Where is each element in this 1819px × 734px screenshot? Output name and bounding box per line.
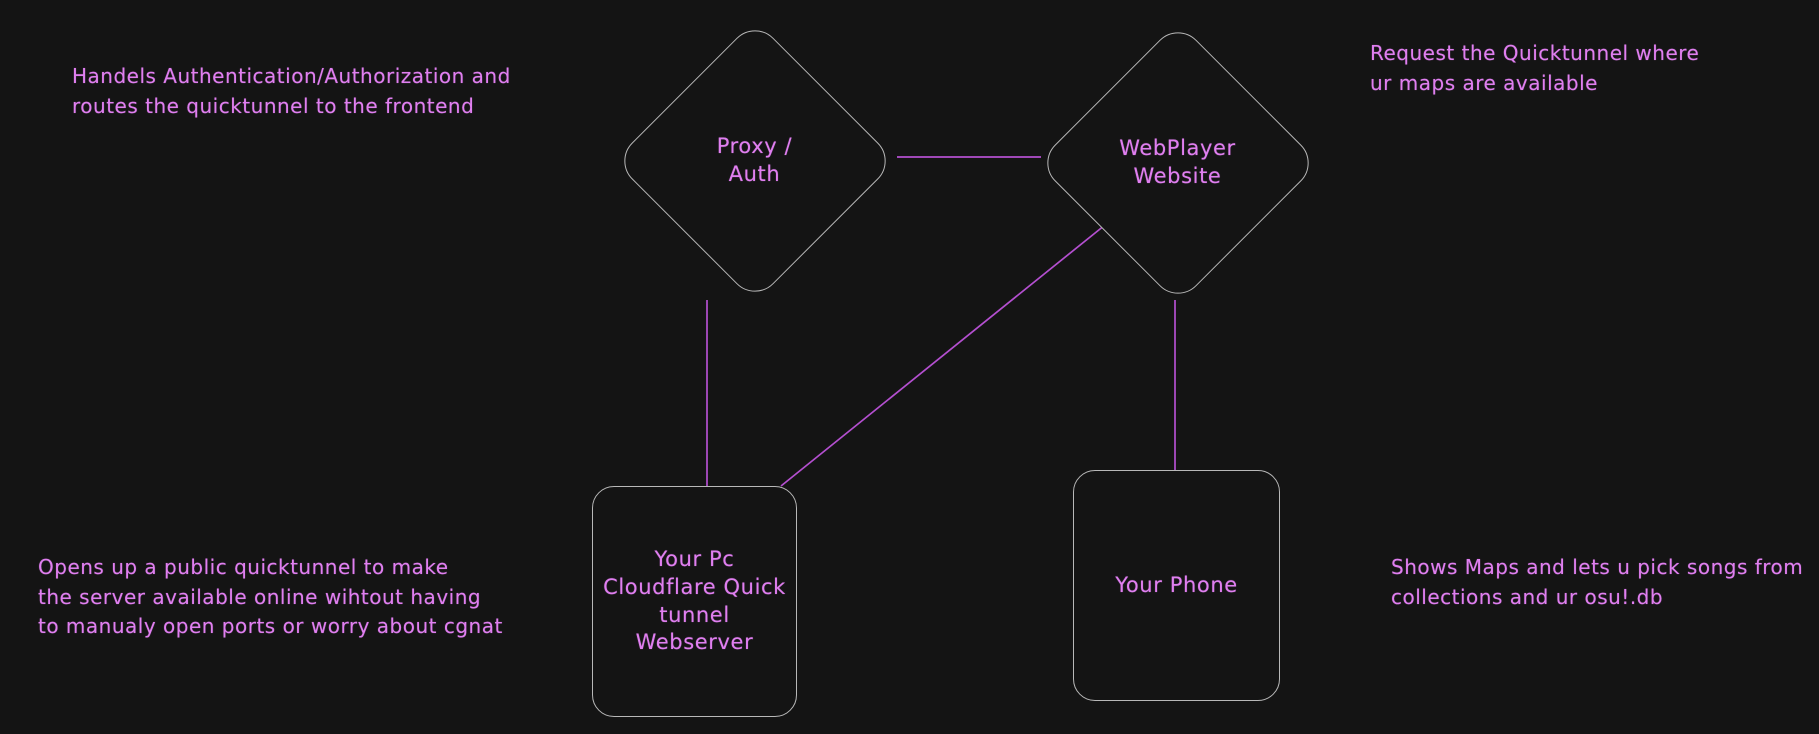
node-webplayer-website[interactable]: WebPlayer Website (1035, 20, 1320, 305)
node-label-your-phone: Your Phone (1115, 572, 1238, 597)
node-shape-rounded-rect (1073, 470, 1280, 701)
node-your-pc[interactable]: Your Pc Cloudflare Quick tunnel Webserve… (592, 486, 797, 717)
node-your-phone[interactable]: Your Phone (1073, 470, 1280, 701)
node-label-proxy-auth: Proxy / Auth (716, 133, 793, 186)
annotation-your-pc: Opens up a public quicktunnel to make th… (38, 555, 503, 639)
node-label-your-pc: Your Pc Cloudflare Quick tunnel Webserve… (603, 546, 786, 655)
annotation-your-phone: Shows Maps and lets u pick songs from co… (1391, 555, 1804, 609)
node-label-webplayer-website: WebPlayer Website (1119, 135, 1236, 188)
annotation-webplayer-website: Request the Quicktunnel where ur maps ar… (1370, 41, 1700, 95)
node-proxy-auth[interactable]: Proxy / Auth (612, 18, 897, 303)
annotation-proxy-auth: Handels Authentication/Authorization and… (72, 64, 511, 118)
node-shape-rounded-rect (592, 486, 797, 717)
